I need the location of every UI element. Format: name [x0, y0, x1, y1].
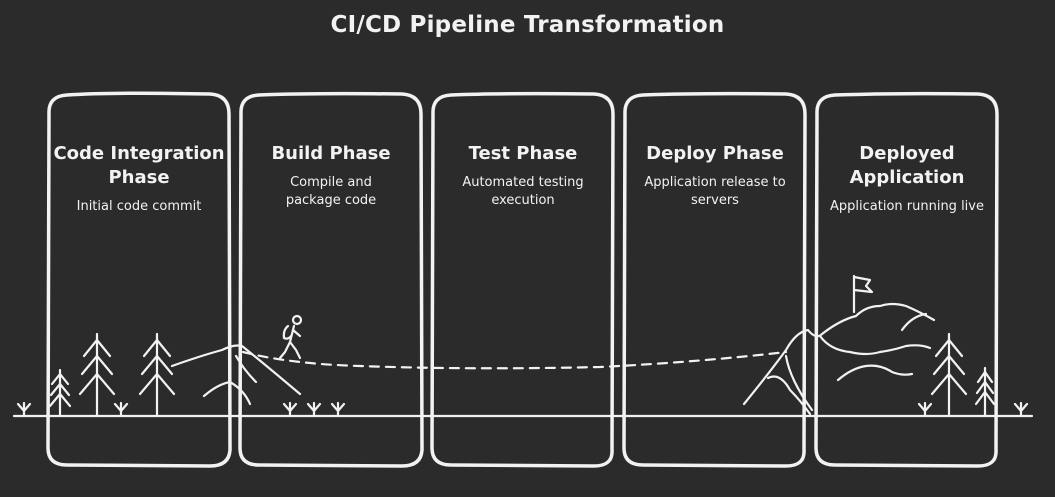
phase-card-code-integration: Code Integration Phase Initial code comm…	[52, 142, 226, 216]
phase-card-deploy: Deploy Phase Application release to serv…	[628, 142, 802, 210]
phase-card-build: Build Phase Compile and package code	[244, 142, 418, 210]
phase-description: Application running live	[830, 199, 984, 214]
phase-panel-2	[238, 91, 424, 468]
phase-panel-1	[46, 91, 232, 468]
mountain-icon	[742, 302, 936, 416]
phase-panel-4	[622, 91, 807, 468]
pine-tree-icon	[78, 332, 116, 417]
phase-panel-3	[430, 91, 615, 468]
phase-card-deployed-application: Deployed Application Application running…	[820, 142, 994, 216]
phase-description: Application release to servers	[644, 175, 786, 208]
phase-description: Initial code commit	[76, 199, 202, 214]
pine-tree-icon	[138, 332, 176, 417]
pine-tree-icon	[930, 332, 968, 417]
phase-panel-5	[814, 91, 999, 468]
pine-tree-icon	[48, 368, 72, 417]
phase-description: Compile and package code	[285, 175, 377, 208]
diagram-title: CI/CD Pipeline Transformation	[330, 12, 725, 38]
phase-title: Test Phase	[468, 143, 578, 164]
phase-description: Automated testing execution	[462, 175, 584, 208]
flag-icon	[852, 274, 874, 314]
phase-title: Deploy Phase	[646, 143, 784, 164]
phase-card-test: Test Phase Automated testing execution	[436, 142, 610, 210]
hiker-icon	[278, 314, 303, 360]
mountain-icon	[170, 344, 302, 406]
grass-icon	[16, 401, 1029, 417]
phase-title: Build Phase	[271, 143, 391, 164]
trail-path	[241, 350, 788, 370]
phase-title: Code Integration Phase	[53, 143, 225, 188]
pine-tree-icon	[974, 366, 996, 417]
phase-title: Deployed Application	[849, 143, 965, 188]
